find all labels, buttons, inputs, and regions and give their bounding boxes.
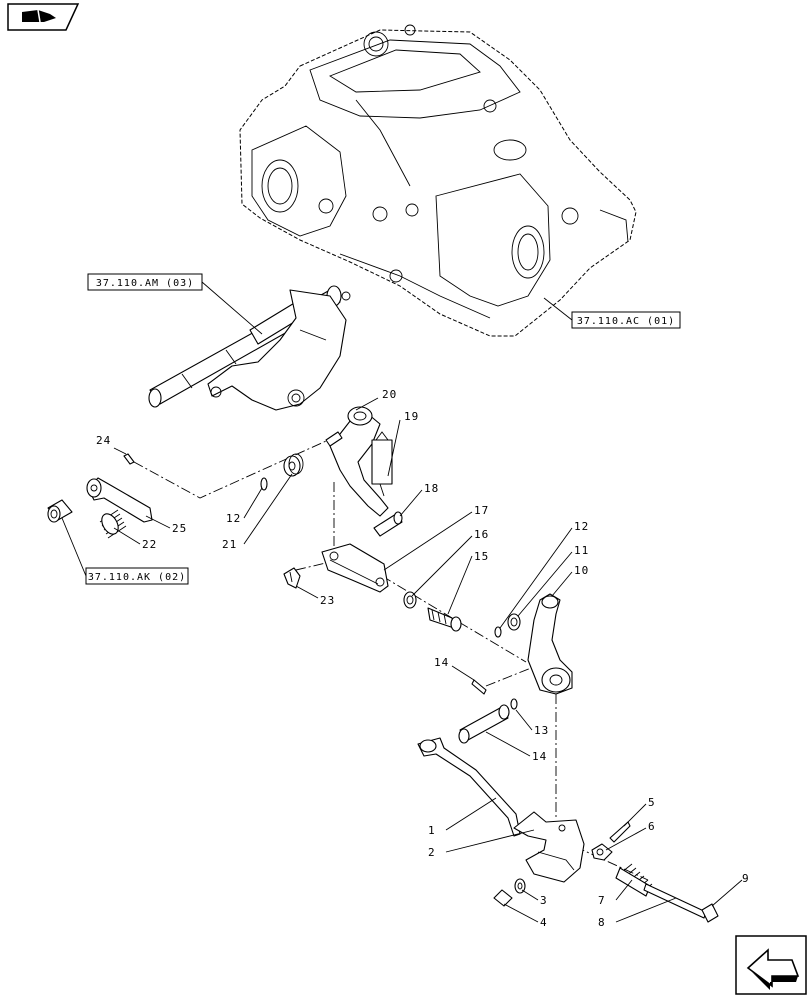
part-20-spring — [371, 431, 393, 497]
callout-10: 10 — [574, 564, 589, 577]
callout-23: 22 — [142, 538, 157, 551]
part-22-washer — [283, 453, 304, 477]
part-10-lever — [527, 593, 573, 695]
part-24-clip — [283, 567, 301, 589]
part-9-end — [701, 903, 719, 923]
callout-14: 14 — [532, 750, 547, 763]
ref-37-110-ak-02[interactable]: 37.110.AK (02) — [61, 517, 189, 585]
callout-19: 18 — [424, 482, 439, 495]
callout-20: 19 — [404, 410, 419, 423]
assembly-lines — [133, 431, 649, 881]
part-26-lever — [86, 477, 153, 523]
callout-24: 23 — [320, 594, 335, 607]
part-19-pin — [373, 511, 403, 537]
part-25-pin — [123, 453, 135, 465]
ref-37-110-ac-01[interactable]: 37.110.AC (01) — [543, 297, 681, 329]
part-14-pin — [458, 704, 510, 744]
part-2-bracket — [513, 811, 585, 883]
part-4-bolt — [493, 889, 513, 907]
part-12-circlip-upper — [260, 477, 268, 491]
callout-15: 14 — [434, 656, 449, 669]
part-5-pin — [609, 821, 631, 843]
part-12-circlip-lower — [494, 626, 502, 638]
callout-4: 4 — [540, 916, 548, 929]
part-23-spring — [99, 509, 127, 539]
callout-21: 20 — [382, 388, 397, 401]
lift-housing — [239, 24, 637, 337]
callout-8: 8 — [598, 916, 606, 929]
callout-26: 25 — [172, 522, 187, 535]
part-15-pin — [471, 679, 487, 695]
svg-text:37.110.AM (03): 37.110.AM (03) — [96, 278, 194, 289]
callout-5: 5 — [648, 796, 656, 809]
svg-text:37.110.AC (01): 37.110.AC (01) — [577, 316, 675, 327]
callout-12-upper: 12 — [226, 512, 241, 525]
part-7-spring — [615, 863, 653, 897]
part-8-rod — [643, 883, 707, 919]
callout-18: 17 — [474, 504, 489, 517]
callout-3: 3 — [540, 894, 548, 907]
svg-text:37.110.AK (02): 37.110.AK (02) — [88, 572, 186, 583]
part-11-washer — [507, 613, 521, 631]
callout-25: 24 — [96, 434, 111, 447]
ref-37-110-am-03[interactable]: 37.110.AM (03) — [87, 273, 263, 335]
callout-12-lower: 12 — [574, 520, 589, 533]
callout-17: 16 — [474, 528, 489, 541]
callout-11: 11 — [574, 544, 589, 557]
part-18-bracket — [321, 543, 389, 593]
part-17-washer — [403, 591, 417, 609]
part-6-nut — [591, 843, 613, 861]
bushing — [47, 499, 73, 523]
callout-16: 15 — [474, 550, 489, 563]
callout-9: 9 — [742, 872, 750, 885]
navigate-arrow-icon[interactable] — [735, 935, 807, 995]
callouts: 20 19 24 25 22 12 21 18 17 16 15 23 12 1… — [96, 388, 750, 929]
part-16-stud — [427, 607, 462, 632]
callout-6: 6 — [648, 820, 656, 833]
part-13-circlip — [510, 698, 518, 710]
callout-7: 7 — [598, 894, 606, 907]
part-3-washer — [514, 878, 526, 894]
callout-22: 21 — [222, 538, 237, 551]
callout-1: 1 — [428, 824, 436, 837]
part-1-rod — [417, 737, 521, 837]
callout-2: 2 — [428, 846, 436, 859]
rockshaft-assembly — [148, 285, 351, 411]
callout-13: 13 — [534, 724, 549, 737]
book-open-icon[interactable] — [7, 3, 80, 31]
